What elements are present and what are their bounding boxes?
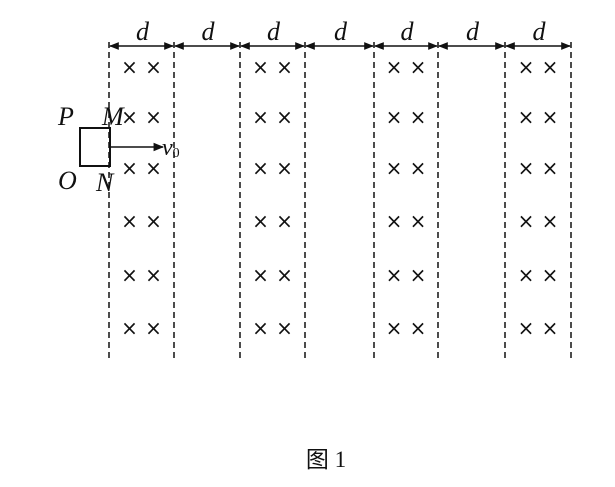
field-cross: × <box>121 105 138 129</box>
field-cross: × <box>410 209 427 233</box>
corner-label-m: M <box>101 102 125 131</box>
velocity-subscript: 0 <box>173 146 180 161</box>
field-cross: × <box>145 55 162 79</box>
field-cross: × <box>386 209 403 233</box>
field-cross: × <box>542 105 559 129</box>
field-cross: × <box>121 209 138 233</box>
field-cross: × <box>542 209 559 233</box>
field-cross: × <box>145 263 162 287</box>
field-cross: × <box>518 316 535 340</box>
field-cross: × <box>252 316 269 340</box>
spacing-label: d <box>202 17 216 46</box>
field-cross: × <box>386 156 403 180</box>
field-cross: × <box>410 316 427 340</box>
field-cross: × <box>542 316 559 340</box>
field-cross: × <box>145 156 162 180</box>
field-cross: × <box>145 105 162 129</box>
field-cross: × <box>410 55 427 79</box>
field-cross: × <box>386 316 403 340</box>
field-cross: × <box>410 156 427 180</box>
field-cross: × <box>121 316 138 340</box>
corner-label-p: P <box>57 102 74 131</box>
field-cross: × <box>518 156 535 180</box>
field-cross: × <box>252 55 269 79</box>
field-cross: × <box>276 209 293 233</box>
velocity-symbol: v <box>162 135 173 161</box>
field-cross: × <box>386 263 403 287</box>
field-cross: × <box>542 156 559 180</box>
field-cross: × <box>518 55 535 79</box>
field-cross: × <box>542 55 559 79</box>
square-coil: P M O N v0 <box>57 102 180 197</box>
field-cross: × <box>145 209 162 233</box>
field-cross: × <box>252 263 269 287</box>
field-cross: × <box>276 156 293 180</box>
coil-frame <box>79 127 111 167</box>
spacing-label: d <box>334 17 348 46</box>
field-cross: × <box>410 263 427 287</box>
spacing-label: d <box>136 17 150 46</box>
field-cross: × <box>276 316 293 340</box>
corner-label-o: O <box>58 166 77 195</box>
field-boundary-lines <box>108 42 572 360</box>
velocity-label: v0 <box>162 135 180 161</box>
field-cross: × <box>518 209 535 233</box>
field-cross: × <box>410 105 427 129</box>
field-cross: × <box>121 263 138 287</box>
field-cross: × <box>518 105 535 129</box>
field-cross: × <box>276 263 293 287</box>
figure-caption: 图 1 <box>306 447 346 472</box>
field-cross: × <box>276 105 293 129</box>
field-cross: × <box>252 105 269 129</box>
field-cross: × <box>518 263 535 287</box>
field-cross: × <box>386 105 403 129</box>
magnetic-field-crosses: × × × × × × × × × × × × × × × × × × × × × × × × × × × × × × × × × × × × × × × ×… <box>121 55 558 340</box>
field-cross: × <box>252 209 269 233</box>
field-cross: × <box>121 156 138 180</box>
field-cross: × <box>386 55 403 79</box>
field-cross: × <box>542 263 559 287</box>
field-cross: × <box>121 55 138 79</box>
field-cross: × <box>276 55 293 79</box>
spacing-label: d <box>533 17 547 46</box>
corner-label-n: N <box>95 168 115 197</box>
field-cross: × <box>145 316 162 340</box>
spacing-label: d <box>401 17 415 46</box>
spacing-label: d <box>466 17 480 46</box>
spacing-label: d <box>267 17 281 46</box>
field-cross: × <box>252 156 269 180</box>
